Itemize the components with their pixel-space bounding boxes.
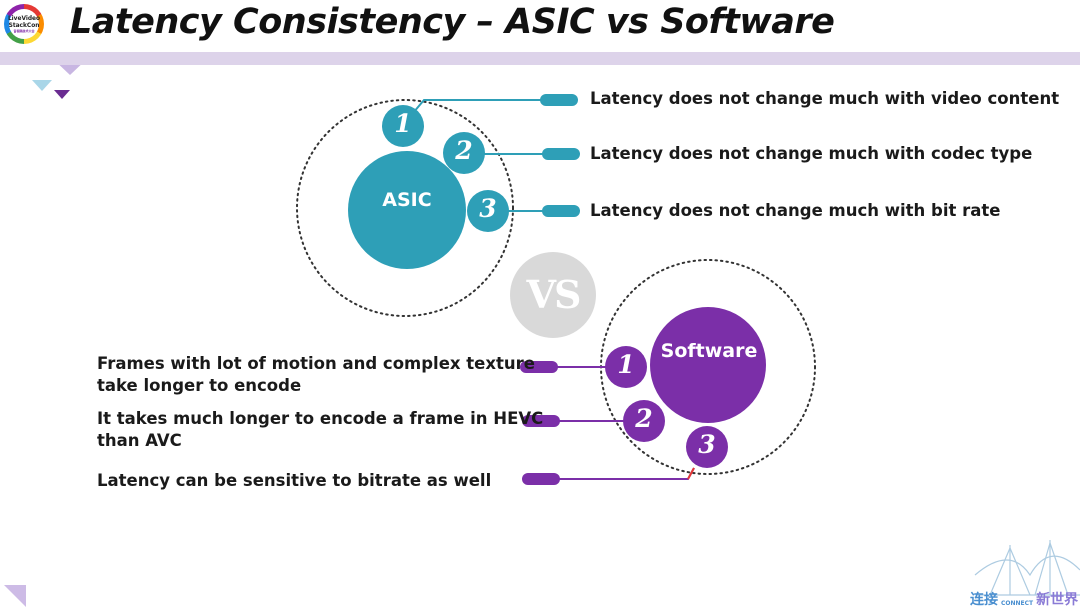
software-point-3-line1: Latency can be sensitive to bitrate as w… <box>97 471 492 490</box>
asic-label: ASIC <box>382 189 432 211</box>
vs-circle <box>510 252 596 338</box>
bridge-skyline-icon <box>974 540 1080 596</box>
footer-text3: 新世界 <box>1036 592 1079 608</box>
software-pill-2 <box>522 415 560 427</box>
asic-point-1: Latency does not change much with video … <box>590 89 1060 108</box>
software-point-1-line1: Frames with lot of motion and complex te… <box>97 354 535 373</box>
software-main-bubble <box>650 307 766 423</box>
vs-label: VS <box>526 272 582 317</box>
triangle-decor-bottom <box>4 585 26 607</box>
software-num-bubble-3 <box>686 426 728 468</box>
asic-num-bubble-3 <box>467 190 509 232</box>
triangle-decor-purple <box>54 90 70 99</box>
footer-wordmark: 连接 CONNECT 新世界 <box>970 590 1078 608</box>
software-pill-3 <box>522 473 560 485</box>
asic-main-bubble <box>348 151 466 269</box>
asic-outer-ring <box>296 99 514 317</box>
asic-number-2: 2 <box>455 136 473 165</box>
software-pill-1 <box>520 361 558 373</box>
software-point-2-line2: than AVC <box>97 431 182 450</box>
triangle-decor-blue <box>32 80 52 91</box>
software-number-2: 2 <box>635 404 653 433</box>
software-point-3: Latency can be sensitive to bitrate as w… <box>97 470 491 492</box>
asic-point-3: Latency does not change much with bit ra… <box>590 201 1001 220</box>
software-number-1: 1 <box>617 350 635 379</box>
software-connector-3 <box>540 467 695 480</box>
software-connector-3-accent <box>687 467 695 480</box>
logo-badge-icon: LiveVideo StackCon 音视频技术大会 <box>4 4 44 44</box>
logo-line2: StackCon <box>8 21 40 29</box>
software-num-bubble-1 <box>605 346 647 388</box>
asic-num-bubble-2 <box>443 132 485 174</box>
software-point-1-line2: take longer to encode <box>97 376 302 395</box>
asic-pill-2 <box>542 148 580 160</box>
asic-pill-3 <box>542 205 580 217</box>
asic-num-bubble-1 <box>382 105 424 147</box>
title-band <box>0 52 1080 65</box>
footer-text2: CONNECT <box>1001 600 1034 607</box>
software-label: Software <box>660 340 758 362</box>
logo-tagline: 音视频技术大会 <box>13 29 35 33</box>
asic-number-1: 1 <box>394 109 412 138</box>
software-num-bubble-2 <box>623 400 665 442</box>
software-number-3: 3 <box>698 430 716 459</box>
software-point-2: It takes much longer to encode a frame i… <box>97 408 543 452</box>
asic-number-3: 3 <box>479 194 497 223</box>
software-point-1: Frames with lot of motion and complex te… <box>97 353 535 397</box>
logo-line1: LiveVideo <box>7 14 41 22</box>
footer-text1: 连接 <box>970 592 998 608</box>
software-point-2-line1: It takes much longer to encode a frame i… <box>97 409 544 428</box>
asic-pill-1 <box>540 94 578 106</box>
asic-point-2: Latency does not change much with codec … <box>590 144 1033 163</box>
page-title: Latency Consistency – ASIC vs Software <box>70 2 835 42</box>
asic-connector-1 <box>412 99 560 114</box>
